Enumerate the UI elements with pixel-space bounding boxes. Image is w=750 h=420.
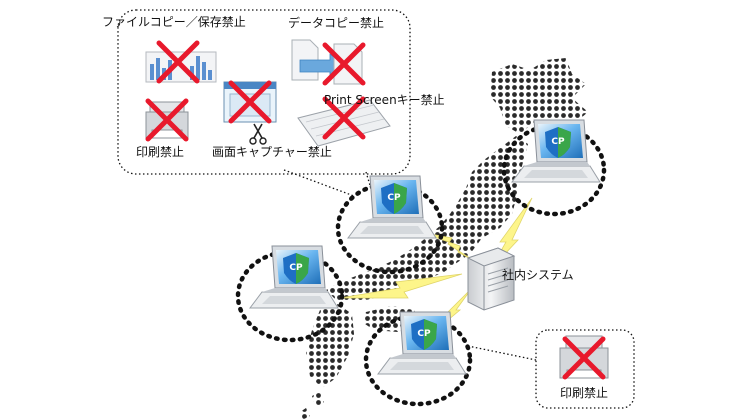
japan-map [300,58,588,420]
screen-capture-label: 画面キャプチャー禁止 [212,145,332,159]
printer-icon [145,101,189,139]
print-label: 印刷禁止 [136,145,185,159]
screen-capture-icon [223,82,277,145]
printer-icon-bottom [559,335,609,378]
data-copy-label: データコピー禁止 [288,16,385,30]
shield-badge: CP [417,329,431,339]
data-copy-icon [291,39,363,84]
keyboard-icon [297,99,391,147]
print-label-bottom: 印刷禁止 [560,386,609,400]
laptop-icon [249,245,339,309]
shield-badge: CP [387,193,401,203]
shield-badge: CP [551,137,565,147]
file-copy-label: ファイルコピー／保存禁止 [102,15,246,29]
callout-bottom-frame [467,329,635,409]
server-label: 社内システム [502,268,574,282]
laptop-icon [347,175,437,239]
print-screen-label: Print Screenキー禁止 [324,93,445,107]
shield-badge: CP [289,263,303,273]
bar-chart-file-icon [145,43,217,82]
server-icon [466,247,516,311]
